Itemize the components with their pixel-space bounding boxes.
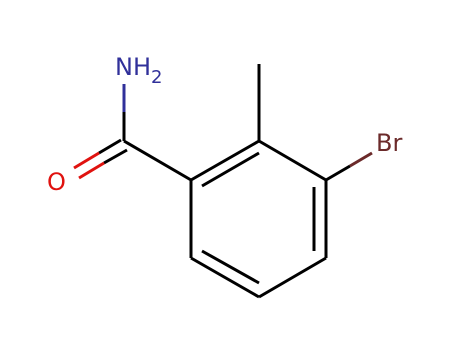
ring-bond-c5-c6-inner <box>201 249 260 285</box>
bond-camide-c1 <box>123 139 192 182</box>
bond-c-o-1-colored <box>73 151 100 170</box>
ring-bond-c4-c5 <box>258 256 327 299</box>
nitrogen-label: NH2 <box>115 53 162 88</box>
atom-labels: NH2 O Br <box>47 53 402 196</box>
bond-c-br <box>325 164 351 182</box>
nitrogen-subscript: 2 <box>151 67 162 88</box>
ring-bond-c5-c6 <box>190 256 260 299</box>
bond-c-br-colored <box>349 151 373 168</box>
ring-bond-c1-c2 <box>190 139 260 182</box>
ring-bond-c1-c2-inner <box>201 151 260 188</box>
oxygen-label: O <box>47 168 66 196</box>
bond-c-o-2-colored <box>78 161 105 180</box>
nitrogen-symbol: NH <box>115 53 151 81</box>
bond-c-o-1 <box>98 138 122 155</box>
bonds <box>73 64 373 299</box>
bromine-label: Br <box>376 129 402 157</box>
bond-c-o-2 <box>103 148 128 165</box>
ring-bond-c2-c3 <box>258 139 327 182</box>
